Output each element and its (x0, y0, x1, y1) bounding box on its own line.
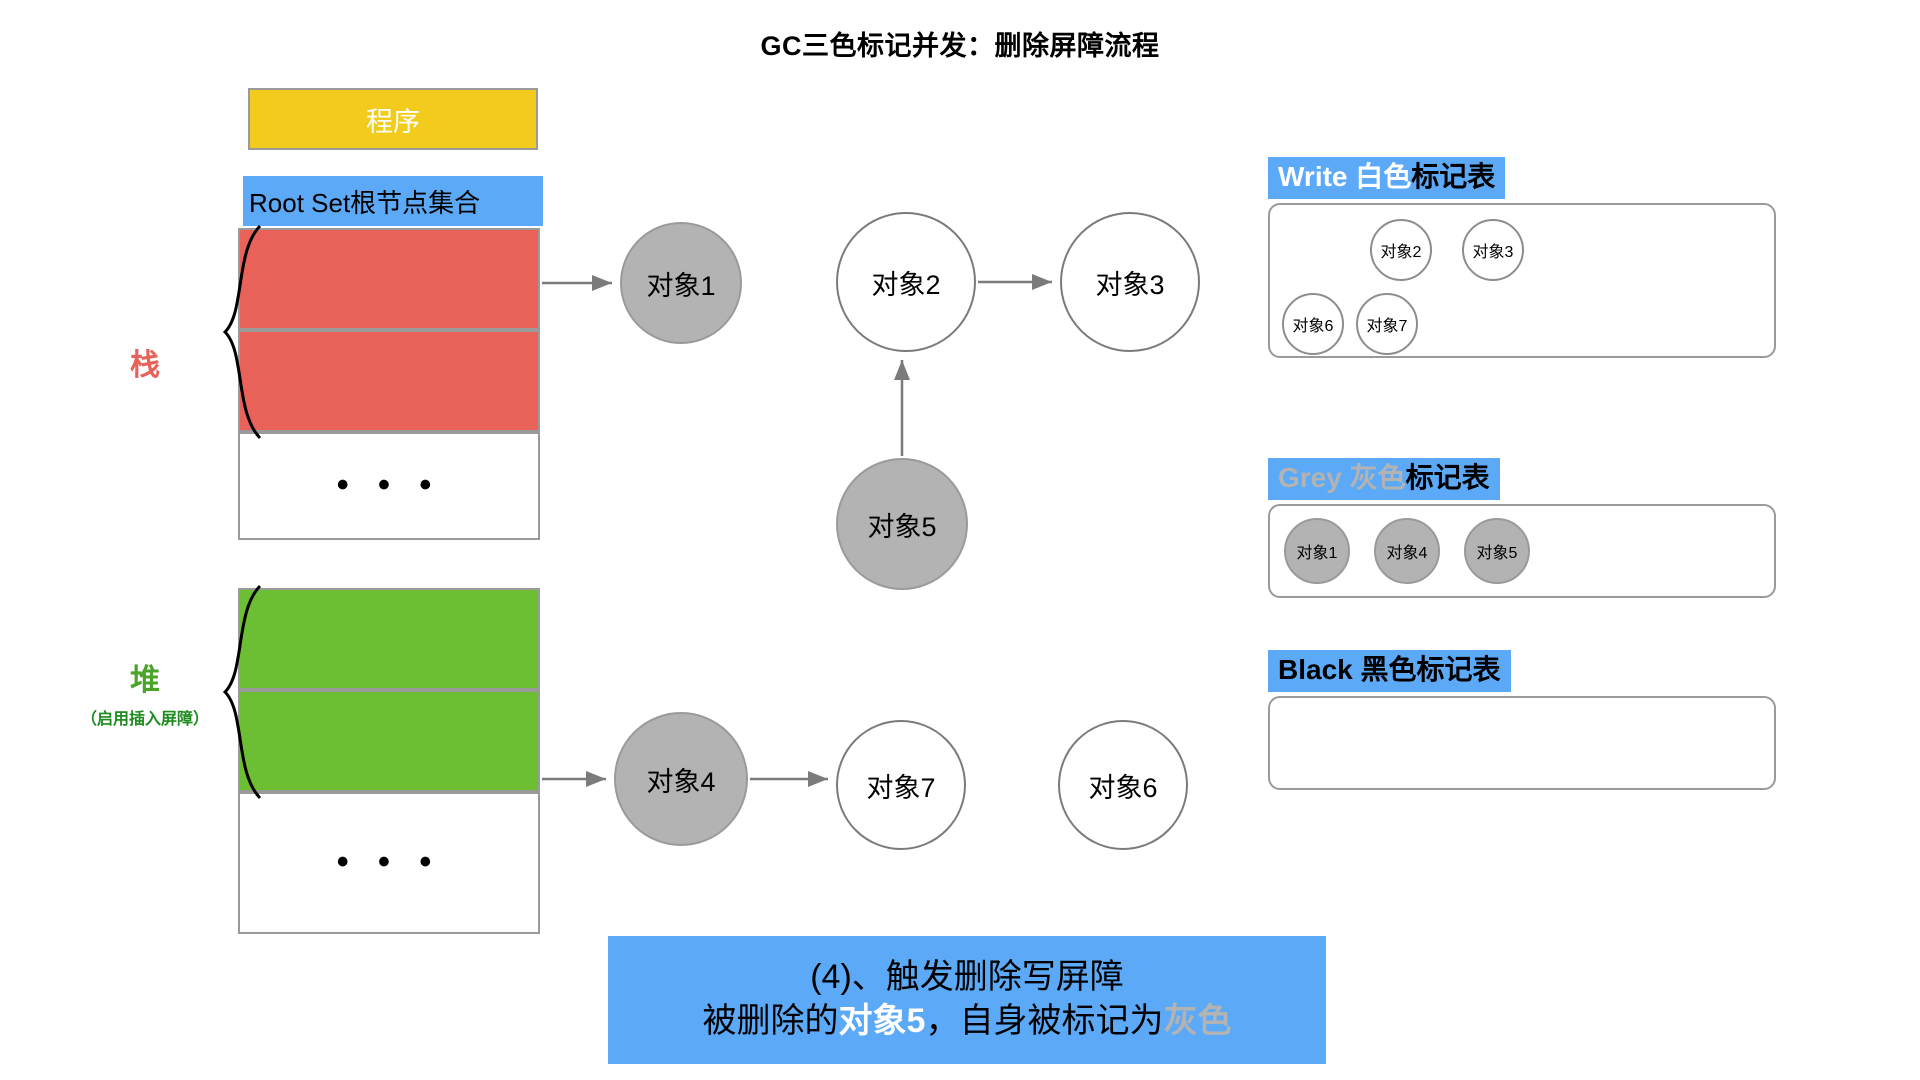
chip-label: 对象3 (1472, 244, 1514, 261)
white-mark-table: 对象2 对象3 对象6 对象7 (1268, 203, 1776, 358)
white-table-header-en: Write (1278, 161, 1348, 192)
heap-slot-2 (238, 690, 540, 792)
ellipsis-label: • • • (336, 843, 442, 882)
heap-slot-1 (238, 588, 540, 690)
stack-brace (222, 224, 262, 440)
node-label: 对象2 (871, 269, 941, 300)
white-table-header: Write 白色标记表 (1268, 157, 1506, 199)
black-table-header: Black 黑色标记表 (1268, 650, 1511, 692)
node-obj6[interactable]: 对象6 (1058, 720, 1188, 850)
chip-white-2[interactable]: 对象6 (1282, 293, 1344, 355)
root-set-label: Root Set根节点集合 (249, 187, 481, 218)
caption-color: 灰色 (1163, 1002, 1232, 1040)
caption-object: 对象5 (838, 1002, 926, 1040)
chip-white-0[interactable]: 对象2 (1370, 219, 1432, 281)
caption-box: (4)、触发删除写屏障 被删除的对象5，自身被标记为灰色 (608, 936, 1326, 1064)
caption-line-2: 被删除的对象5，自身被标记为灰色 (703, 1000, 1232, 1044)
node-label: 对象4 (646, 766, 716, 797)
program-block: 程序 (248, 88, 538, 150)
chip-grey-2[interactable]: 对象5 (1464, 518, 1530, 584)
stack-slot-2 (238, 330, 540, 432)
grey-mark-table: 对象1 对象4 对象5 (1268, 504, 1776, 598)
node-label: 对象3 (1095, 269, 1165, 300)
chip-grey-1[interactable]: 对象4 (1374, 518, 1440, 584)
chip-white-3[interactable]: 对象7 (1356, 293, 1418, 355)
node-obj5[interactable]: 对象5 (836, 458, 968, 590)
grey-table-header-color: 灰色 (1349, 462, 1406, 493)
white-table-header-suffix: 标记表 (1411, 161, 1496, 192)
caption-middle: ，自身被标记为 (925, 1002, 1164, 1040)
page-title: GC三色标记并发：删除屏障流程 (760, 31, 1160, 61)
chip-label: 对象4 (1386, 545, 1428, 562)
heap-brace (222, 584, 262, 800)
root-set-block: Root Set根节点集合 (243, 176, 543, 226)
chip-label: 对象7 (1366, 318, 1408, 335)
chip-label: 对象5 (1476, 545, 1518, 562)
grey-table-header-suffix: 标记表 (1405, 462, 1490, 493)
heap-slot-ellipsis: • • • (238, 792, 540, 934)
stack-label: 栈 (130, 349, 160, 382)
node-obj7[interactable]: 对象7 (836, 720, 966, 850)
caption-prefix: 被删除的 (702, 1002, 839, 1040)
chip-label: 对象6 (1292, 318, 1334, 335)
program-label: 程序 (366, 106, 420, 137)
black-table-header-color: 黑色 (1360, 654, 1417, 685)
black-table-header-suffix: 标记表 (1416, 654, 1501, 685)
grey-table-header-en: Grey (1278, 462, 1342, 493)
stack-slot-ellipsis: • • • (238, 432, 540, 540)
heap-sub-label: （启用插入屏障） (80, 711, 209, 728)
node-obj2[interactable]: 对象2 (836, 212, 976, 352)
black-table-header-en: Black (1278, 654, 1353, 685)
grey-table-header: Grey 灰色标记表 (1268, 458, 1500, 500)
node-obj3[interactable]: 对象3 (1060, 212, 1200, 352)
node-label: 对象5 (867, 511, 937, 542)
node-obj4[interactable]: 对象4 (614, 712, 748, 846)
chip-white-1[interactable]: 对象3 (1462, 219, 1524, 281)
heap-label: 堆 (130, 664, 160, 697)
chip-grey-0[interactable]: 对象1 (1284, 518, 1350, 584)
node-label: 对象7 (866, 772, 936, 803)
node-label: 对象1 (646, 270, 716, 301)
node-obj1[interactable]: 对象1 (620, 222, 742, 344)
caption-line-1: (4)、触发删除写屏障 (810, 958, 1124, 997)
white-table-header-color: 白色 (1355, 161, 1412, 192)
black-mark-table (1268, 696, 1776, 790)
ellipsis-label: • • • (336, 466, 442, 505)
stack-slot-1 (238, 228, 540, 330)
node-label: 对象6 (1088, 772, 1158, 803)
chip-label: 对象1 (1296, 545, 1338, 562)
chip-label: 对象2 (1380, 244, 1422, 261)
